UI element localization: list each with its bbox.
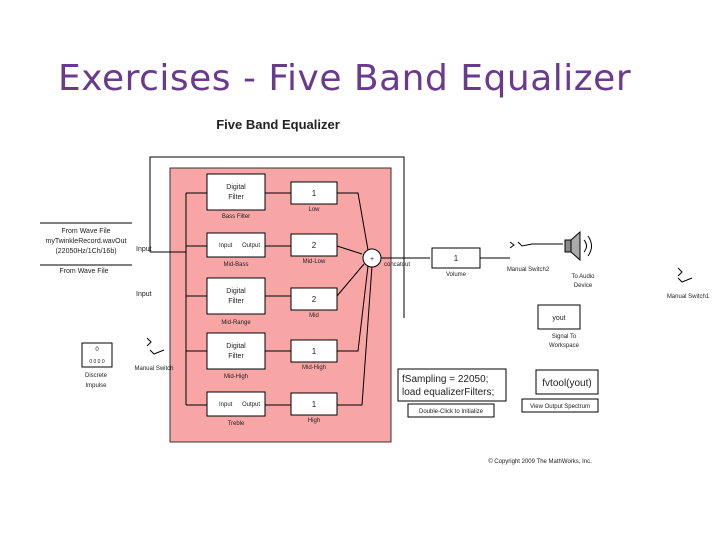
fvtool-box[interactable]: [535, 369, 599, 395]
gain-value: 1: [312, 347, 317, 356]
filter-text: Digital: [226, 288, 246, 295]
gain-value: 1: [312, 400, 317, 409]
volume-gain: 1: [454, 254, 459, 263]
impulse-line-1: Discrete: [85, 373, 108, 379]
source-line-1: From Wave File: [61, 228, 110, 235]
band-mid-high[interactable]: Digital Filter Mid-High 1 Mid-High: [206, 332, 338, 380]
filter-name: Mid-Bass: [223, 262, 248, 268]
workspace-line-1: Signal To: [552, 334, 577, 340]
sum-sign: +: [370, 256, 374, 263]
subsystem-wiring: [150, 192, 373, 406]
source-line-2: myTwinkleRecord.wavOut: [46, 238, 127, 245]
sum-output-label: concatout: [384, 262, 410, 268]
filter-text: Filter: [228, 194, 244, 201]
filter-text: Filter: [228, 353, 244, 360]
filter-text: Output: [242, 243, 260, 249]
source-port-label: Input: [136, 246, 152, 253]
initialize-caption: Double-Click to Initialize: [419, 409, 484, 415]
init-note-box[interactable]: [397, 368, 507, 402]
from-wave-file-block[interactable]: From Wave File myTwinkleRecord.wavOut (2…: [40, 222, 132, 275]
filter-text: Output: [242, 402, 260, 408]
view-spectrum-button[interactable]: [521, 398, 599, 413]
equalizer-subsystem[interactable]: [169, 167, 392, 443]
impulse-line-2: Impulse: [85, 383, 107, 389]
gain-name: Mid: [309, 313, 319, 319]
manual-switch-2[interactable]: [509, 241, 563, 249]
filter-name: Bass Filter: [222, 214, 250, 220]
source-line-3: (22050Hz/1Ch/16b): [55, 248, 116, 255]
mid-range-filter-block[interactable]: [206, 277, 266, 315]
filter-text: Input: [219, 243, 233, 249]
filter-name: Mid-Range: [221, 320, 251, 326]
manual-switch[interactable]: [146, 337, 165, 355]
speaker-icon[interactable]: [564, 230, 592, 262]
band-mid[interactable]: Digital Filter Mid-Range 2 Mid: [206, 277, 338, 326]
gain-name: Mid-Low: [303, 259, 326, 265]
workspace-value: yout: [552, 315, 565, 322]
filter-text: Input: [219, 402, 233, 408]
volume-name: Volume: [446, 272, 467, 278]
audio-device-line-2: Device: [574, 283, 593, 289]
gain-name: Mid-High: [302, 365, 326, 371]
mid-high-filter-block[interactable]: [206, 332, 266, 370]
slide-title: Exercises - Five Band Equalizer: [58, 58, 632, 99]
manual-switch-2-label: Manual Switch2: [507, 267, 550, 273]
impulse-value: 0: [95, 347, 99, 353]
model-title: Five Band Equalizer: [216, 117, 340, 132]
gain-value: 2: [312, 295, 317, 304]
mid-bass-filter-block[interactable]: [206, 232, 266, 258]
discrete-impulse-block[interactable]: 0 0 0 0 0: [81, 342, 113, 368]
gain-name: High: [308, 418, 320, 424]
gain-value: 1: [312, 189, 317, 198]
source-name: From Wave File: [59, 268, 108, 275]
init-note-line-2: load equalizerFilters;: [402, 387, 494, 398]
band-mid-low[interactable]: Input Output Mid-Bass 2 Mid-Low: [206, 232, 338, 268]
workspace-block[interactable]: [537, 304, 581, 330]
filter-text: Digital: [226, 184, 246, 191]
init-note-line-1: fSampling = 22050;: [402, 374, 488, 385]
initialize-button[interactable]: [407, 403, 495, 418]
workspace-line-2: Workspace: [549, 343, 580, 349]
view-spectrum-caption: View Output Spectrum: [530, 404, 590, 410]
band-high[interactable]: Input Output Treble 1 High: [206, 391, 338, 427]
treble-filter-block[interactable]: [206, 391, 266, 417]
manual-switch-1[interactable]: [677, 267, 693, 283]
impulse-mini: 0 0 0 0: [89, 359, 105, 365]
bass-filter-block[interactable]: [206, 173, 266, 211]
manual-switch-label: Manual Switch: [134, 366, 173, 372]
gain-name: Low: [308, 207, 320, 213]
filter-name: Treble: [228, 421, 245, 427]
filter-text: Digital: [226, 343, 246, 350]
fvtool-text: fvtool(yout): [542, 378, 591, 389]
filter-name: Mid-High: [224, 374, 248, 380]
gain-mid-low-block[interactable]: [290, 233, 338, 257]
gain-value: 2: [312, 241, 317, 250]
filter-text: Filter: [228, 298, 244, 305]
manual-switch-1-label: Manual Switch1: [667, 294, 710, 300]
gain-mid-block[interactable]: [290, 287, 338, 311]
copyright-text: © Copyright 2009 The MathWorks, Inc.: [488, 458, 592, 465]
audio-device-line-1: To Audio: [571, 274, 595, 280]
feedback-wire: [149, 156, 405, 318]
gain-high-block[interactable]: [290, 392, 338, 416]
input-label-2: Input: [136, 291, 152, 298]
